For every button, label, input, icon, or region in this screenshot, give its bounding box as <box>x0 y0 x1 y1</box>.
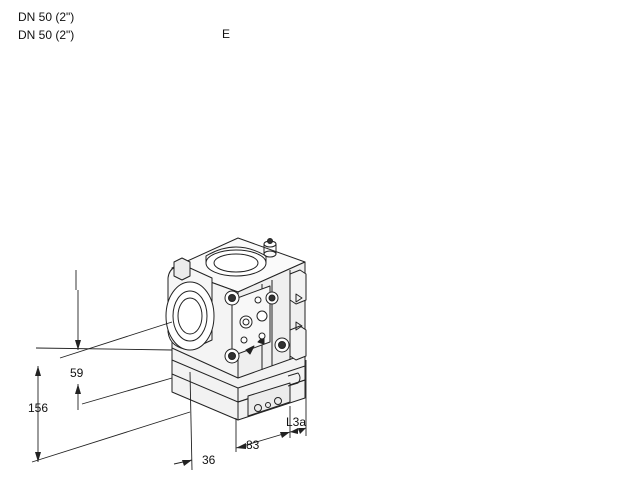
size-label-1: DN 50 (2") <box>18 10 75 24</box>
inlet-flange <box>165 257 215 351</box>
variant-letter: E <box>222 27 231 41</box>
size-label-2: DN 50 (2") <box>18 28 75 42</box>
top-fitting <box>263 238 277 258</box>
dim-156: 156 <box>28 401 48 415</box>
right-fittings <box>289 269 307 361</box>
top-port <box>205 246 267 277</box>
dim-59: 59 <box>70 366 84 380</box>
dim-36: 36 <box>202 453 216 467</box>
bolts <box>224 290 290 364</box>
dim-83: 83 <box>246 438 260 452</box>
dimension-arrows <box>35 340 306 466</box>
dim-l3a: L3a <box>286 415 306 429</box>
